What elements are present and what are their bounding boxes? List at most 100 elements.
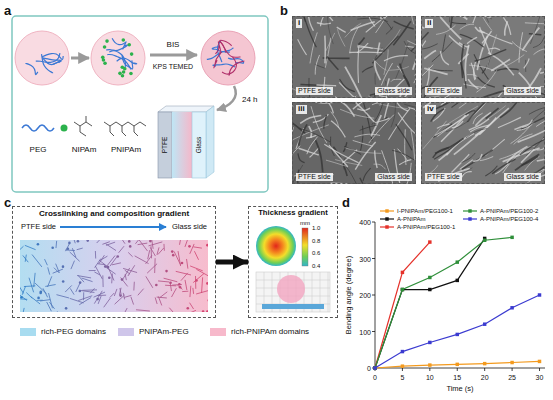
network-strand [22,308,24,312]
polymer-chain [106,45,127,51]
network-strand [177,285,182,289]
sem-streak [421,65,433,82]
sem-streak [462,172,472,178]
network-strand [65,249,74,251]
network-strand [20,246,23,254]
image-index: iii [296,105,307,114]
sem-streak [375,103,408,109]
species-label: PEG [30,146,47,154]
axis-tick [402,368,403,371]
axis-tick-label: 400 [359,219,371,226]
sem-streak [386,27,393,35]
sem-streak [300,115,321,123]
network-strand [70,288,74,294]
crosslink-dot [79,281,82,284]
network-strand [194,251,198,260]
time-label: 24 h [242,96,258,104]
network-strand [155,297,157,304]
crosslink-dot [62,265,65,268]
crosslink-dot [79,290,82,293]
sem-streak [354,134,380,137]
sem-image [421,16,545,98]
network-strand [192,288,194,294]
network-strand [108,266,114,280]
network-strand [53,311,57,312]
axis-tick [429,368,430,371]
sem-streak [469,65,495,71]
network-strand [163,244,164,251]
axis-tick-label: 200 [359,292,371,299]
data-marker [373,366,376,369]
sem-streak [537,144,545,150]
monomer-dot [130,52,134,56]
sem-streak [306,135,316,138]
crosslink-dot [178,283,181,286]
sem-streak [514,134,533,145]
sem-streak [520,137,545,155]
crosslink-dot [51,246,54,249]
legend-item: rich-PEG domains [20,328,107,336]
sem-streak [308,16,313,31]
data-marker [428,240,431,243]
sem-streak [479,16,491,31]
sem-streak [298,39,307,55]
mold-side [206,106,214,178]
sem-streak [396,124,412,150]
network-strand [106,244,116,251]
data-marker [428,341,431,344]
network-strand [149,242,163,246]
sem-streak [486,35,496,70]
axis-tick [484,368,485,371]
network-strand [164,278,178,282]
sem-streak [462,150,493,170]
legend-text: rich-PEG domains [40,328,107,336]
crosslink-dot [86,240,89,242]
polymer-chain [214,52,222,68]
polymer-network [20,240,208,312]
network-strand [138,243,148,245]
axis-tick-label: 100 [359,328,371,335]
sem-streak [325,38,330,68]
sem-streak [335,160,362,166]
sem-image-panel: ivPTFE sideGlass side [421,102,545,184]
sem-streak [311,106,327,143]
sem-streak [344,146,361,154]
data-marker [456,279,459,282]
legend-text: rich-PNIPAm domains [230,328,310,336]
gel-strip [262,304,324,309]
sem-streak [340,79,355,92]
legend-text: I-PNIPAm/PEG100-1 [396,208,454,214]
sem-streak [404,104,416,110]
legend-swatch [118,328,134,336]
sem-streak [362,66,373,72]
sem-streak [488,53,514,75]
data-marker [428,288,431,291]
sem-streak [468,79,478,89]
network-strand [114,289,117,296]
monomer-dot [103,45,107,49]
sem-streak [357,47,359,83]
crosslink-dot [77,240,80,243]
legend-line-sample [463,208,477,214]
sem-streak [434,141,460,159]
sem-streak [503,17,510,34]
substrate-label: PTFE [162,137,169,154]
network-strand [89,270,96,271]
network-strand [76,282,81,292]
sem-streak [534,48,545,55]
gel-layer [172,112,192,178]
sem-streak [324,115,327,129]
sem-streak [526,129,545,155]
sample-photo [256,272,330,312]
network-strand [187,259,188,269]
data-marker [483,322,486,325]
sem-image-panel: iiiPTFE sideGlass side [292,102,416,184]
panel-label: b [280,4,288,17]
network-strand [182,291,188,292]
network-strand [196,290,208,294]
sem-streak [345,148,381,154]
network-strand [29,278,34,293]
gradient-band [20,240,208,312]
sem-streak [536,115,545,127]
species-label: PNIPAm [111,146,141,154]
